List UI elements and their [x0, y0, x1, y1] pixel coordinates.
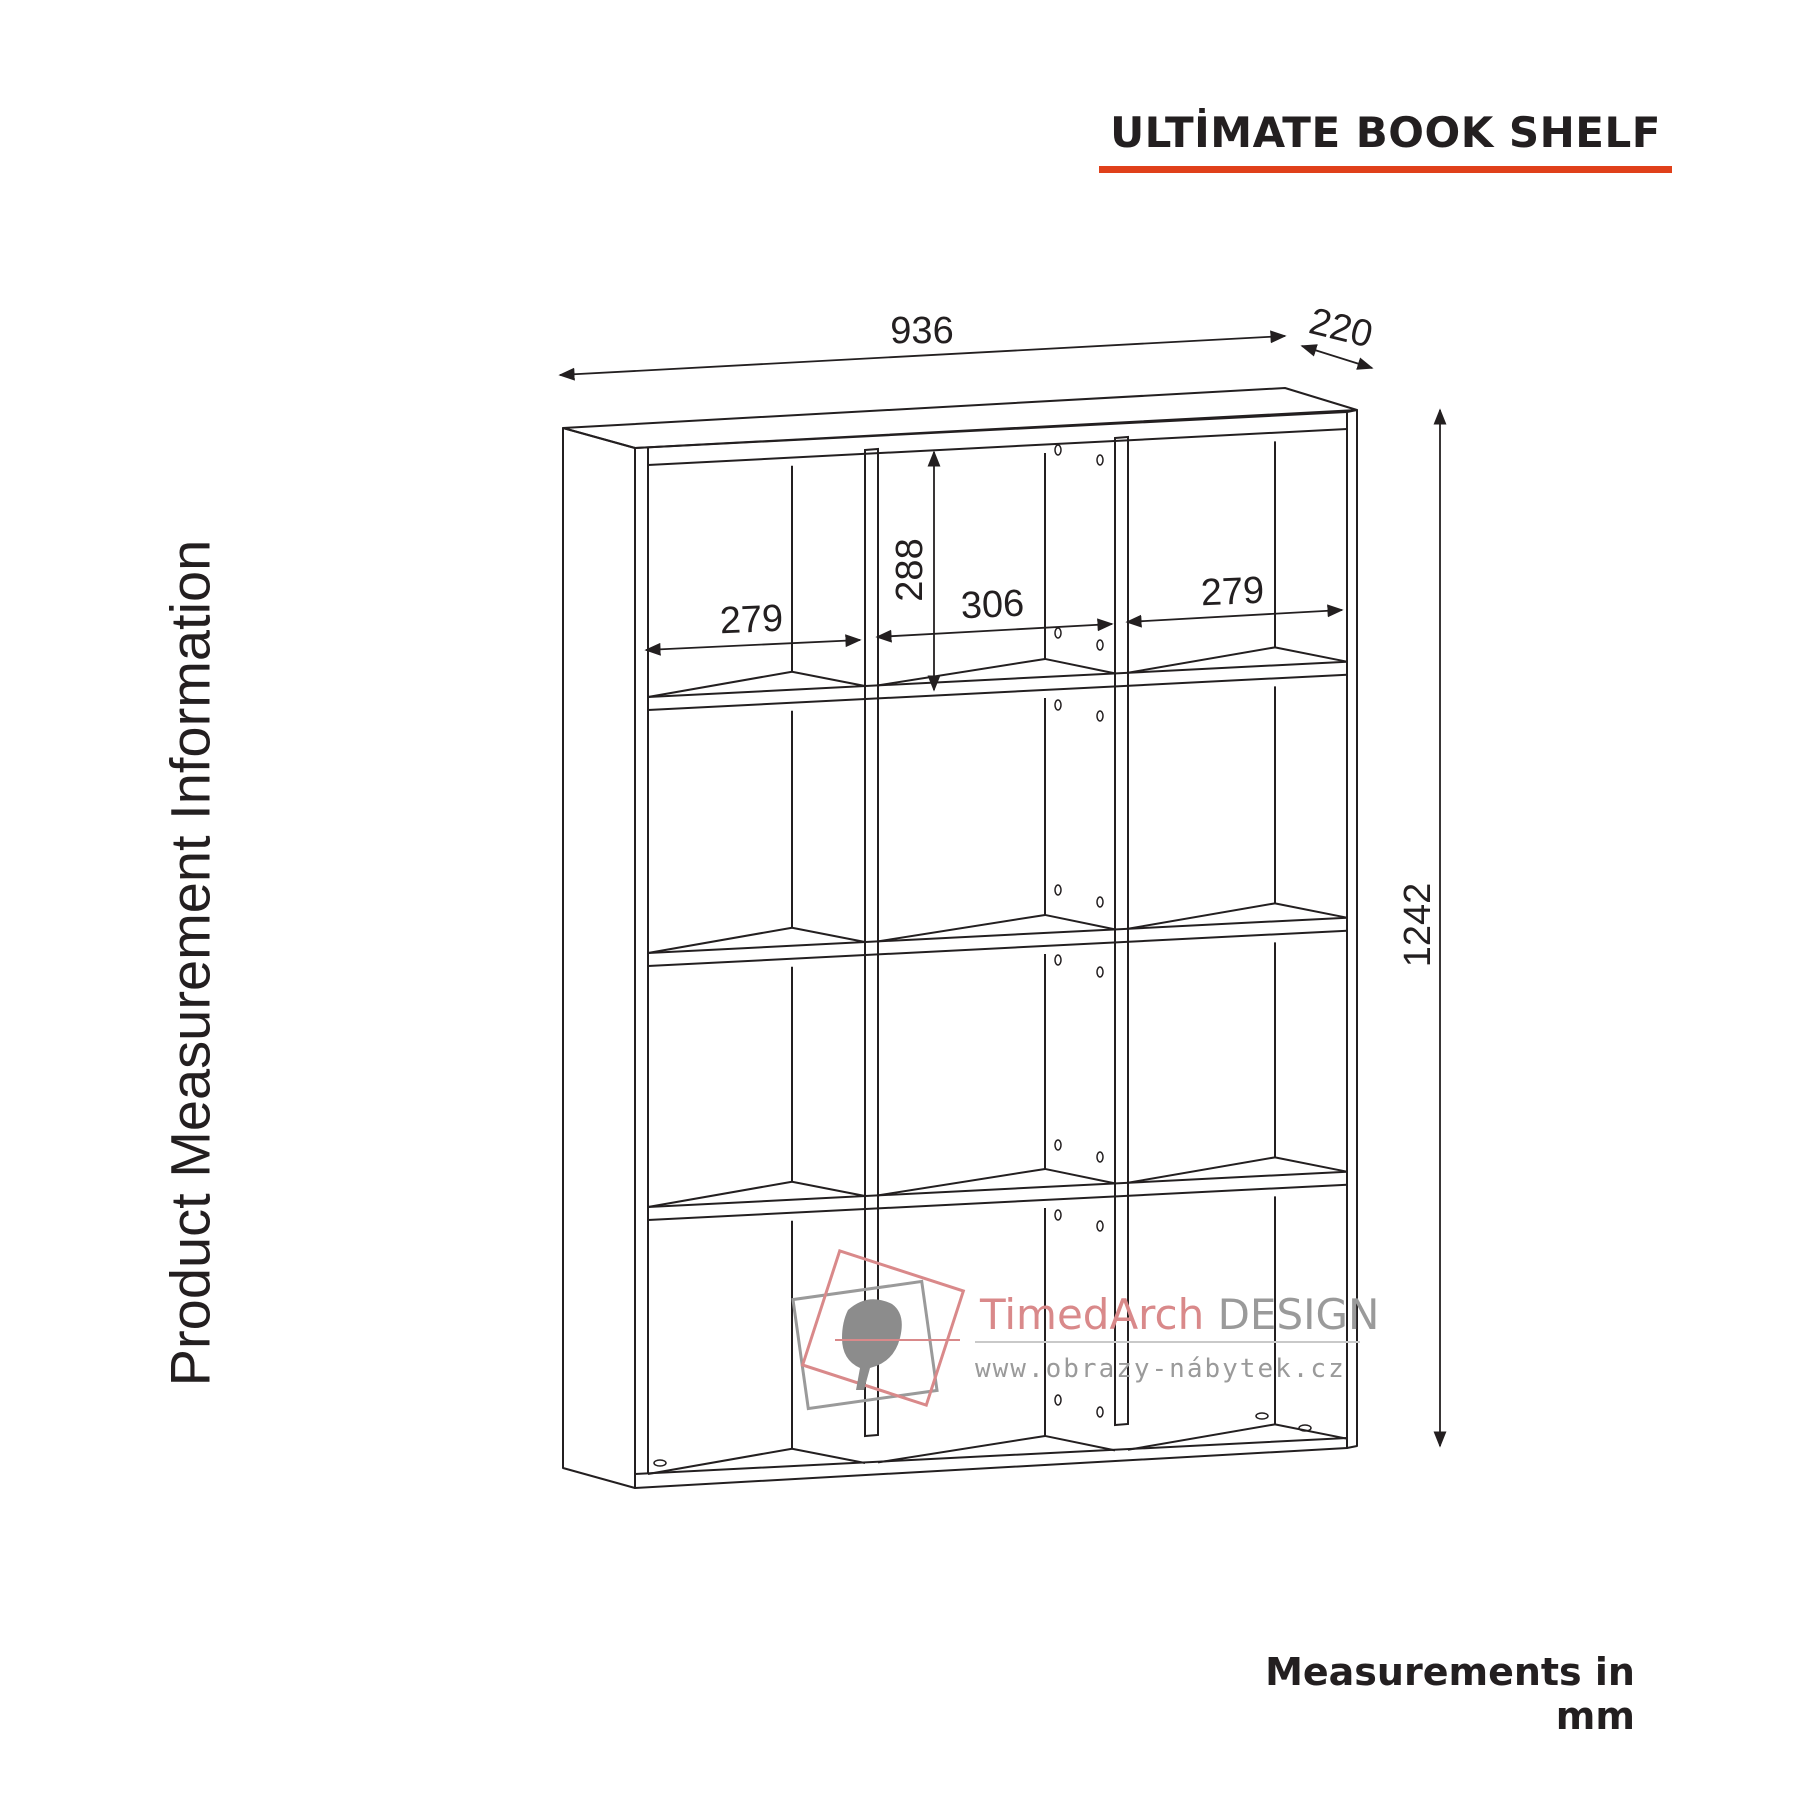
shelf-front-top-3 — [647, 1170, 1348, 1208]
shelf-pin-holes — [653, 444, 1312, 1467]
bottom-hole-mid — [1255, 1412, 1269, 1420]
pin-hole-a-1 — [1054, 444, 1062, 456]
cell-floor-left-4-2 — [877, 1434, 1046, 1464]
cell-floor-right-1-3 — [1274, 646, 1348, 663]
pin-hole-c-1 — [1054, 627, 1062, 639]
pin-hole-d-2 — [1096, 896, 1104, 908]
horizontal-shelves — [647, 660, 1348, 1221]
overall-height-label: 1242 — [1397, 883, 1439, 968]
cell-floor-left-4-1 — [647, 1447, 793, 1475]
cell-floor-right-2-2 — [1044, 913, 1116, 931]
side-label: Product Measurement Information — [158, 539, 222, 1387]
pin-hole-c-2 — [1054, 884, 1062, 896]
pin-hole-b-3 — [1096, 966, 1104, 978]
shelf-front-top-2 — [647, 916, 1348, 954]
cell-height-label: 288 — [889, 538, 931, 601]
pin-hole-c-3 — [1054, 1139, 1062, 1151]
watermark-name-part1: TimedArch — [980, 1290, 1205, 1339]
pin-hole-b-1 — [1096, 454, 1104, 466]
depth-label: 220 — [1305, 300, 1377, 356]
pin-hole-d-3 — [1096, 1151, 1104, 1163]
shelf-front-bottom-1 — [647, 673, 1348, 711]
cell-floor-right-4-1 — [791, 1447, 866, 1465]
cell-floor-right-2-3 — [1274, 902, 1348, 919]
shelf-front-bottom-3 — [647, 1183, 1348, 1221]
title-underline — [1099, 166, 1672, 173]
watermark-url-text: www.obrazy-nábytek.cz — [975, 1354, 1346, 1384]
cell-floor-right-2-1 — [791, 926, 866, 944]
pin-hole-b-4 — [1096, 1220, 1104, 1232]
cell-floor-left-2-2 — [877, 913, 1046, 943]
cell-floor-left-3-1 — [647, 1180, 793, 1208]
right-cell-width-label: 279 — [1200, 570, 1265, 615]
watermark-name: TimedArch DESIGN — [980, 1290, 1379, 1339]
cell-floor-left-4-3 — [1127, 1423, 1276, 1451]
pin-hole-b-2 — [1096, 710, 1104, 722]
pin-hole-a-4 — [1054, 1209, 1062, 1221]
bottom-hole-right — [1298, 1424, 1312, 1432]
depth-dimension-line — [1300, 344, 1374, 370]
cell-floor-left-1-3 — [1127, 646, 1276, 674]
title-block: ULTİMATE BOOK SHELF — [1099, 108, 1672, 174]
pin-hole-d-4 — [1096, 1406, 1104, 1418]
cell-floor-left-1-2 — [877, 657, 1046, 687]
bottom-hole-left — [653, 1459, 667, 1467]
pin-hole-a-3 — [1054, 954, 1062, 966]
shelf-front-bottom-2 — [647, 929, 1348, 967]
cell-floor-left-1-1 — [647, 670, 793, 698]
cell-floor-left-2-3 — [1127, 902, 1276, 930]
pin-hole-d-1 — [1096, 639, 1104, 651]
left-cell-width-label: 279 — [719, 598, 784, 643]
cell-floor-left-3-2 — [877, 1167, 1046, 1197]
shelf-front-top-1 — [647, 660, 1348, 698]
cell-floor-left-2-1 — [647, 926, 793, 954]
cell-floor-right-4-3 — [1274, 1423, 1348, 1440]
watermark-name-part2: DESIGN — [1204, 1290, 1380, 1339]
middle-cell-width-line — [875, 618, 1114, 643]
right-cell-width-line — [1125, 604, 1344, 628]
pin-hole-c-4 — [1054, 1394, 1062, 1406]
dimension-lines — [558, 330, 1447, 1448]
cell-floor-right-3-3 — [1274, 1156, 1348, 1173]
watermark-url: www.obrazy-nábytek.cz — [975, 1354, 1346, 1384]
cell-floor-right-1-1 — [791, 670, 866, 688]
middle-cell-width-label: 306 — [960, 583, 1025, 628]
cell-floor-right-1-2 — [1044, 657, 1116, 675]
chair-logo-icon — [791, 1248, 966, 1411]
cell-floor-right-3-2 — [1044, 1167, 1116, 1185]
pin-hole-a-2 — [1054, 699, 1062, 711]
cell-floor-right-3-1 — [791, 1180, 866, 1198]
vertical-dividers — [864, 435, 1129, 1438]
units-note: Measurements in mm — [1265, 1650, 1635, 1738]
width-dimension-line — [558, 330, 1287, 381]
left-cell-width-line — [644, 634, 862, 656]
overall-width-label: 936 — [890, 310, 953, 352]
cell-floor-right-4-2 — [1044, 1434, 1116, 1452]
cell-floor-left-3-3 — [1127, 1156, 1276, 1184]
page-title: ULTİMATE BOOK SHELF — [1110, 108, 1661, 157]
